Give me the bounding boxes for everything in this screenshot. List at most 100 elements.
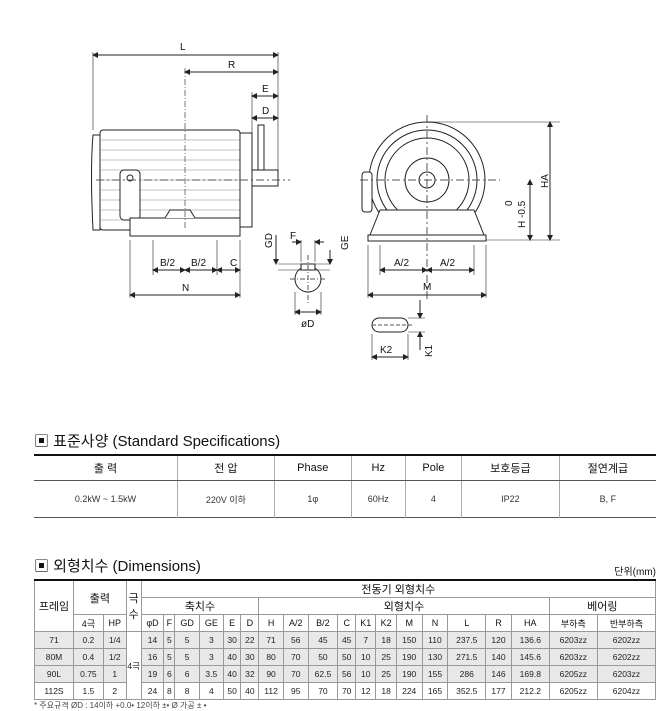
outer-cell: 56	[282, 631, 309, 649]
outer-cell: 18	[375, 631, 397, 649]
bearing-cell: 6202zz	[596, 631, 657, 649]
bearing-cell: 6203zz	[548, 648, 598, 666]
shaft-cell: 22	[240, 631, 260, 649]
front-view	[360, 115, 500, 300]
dim-F: F	[290, 231, 296, 242]
column-header: 부하측	[548, 614, 598, 632]
shaft-cell: 5	[174, 631, 200, 649]
outer-cell: 25	[375, 665, 397, 683]
column-header: K1	[355, 614, 377, 632]
column-header: H	[258, 614, 284, 632]
shaft-cell: 19	[140, 665, 165, 683]
output-kw-cell: 0.4	[73, 648, 104, 666]
shaft-cell: 5	[174, 648, 200, 666]
column-header: R	[485, 614, 512, 632]
shaft-cell: 30	[222, 631, 242, 649]
dim-R: R	[228, 60, 235, 71]
spec-table: 출 력 전 압 Phase Hz Pole 보호등급 절연계급 0.2kW ~ …	[34, 454, 656, 518]
spec-header: 출 력	[34, 455, 178, 481]
column-header: N	[421, 614, 449, 632]
outer-cell: 50	[337, 648, 357, 666]
outer-cell: 112	[258, 682, 284, 700]
spec-header: 보호등급	[461, 455, 560, 481]
dims-title: ▣ 외형치수 (Dimensions)	[34, 558, 201, 575]
outer-cell: 237.5	[447, 631, 487, 649]
header-outer: 외형치수	[258, 597, 550, 615]
output-hp-cell: 1/2	[102, 648, 127, 666]
outer-cell: 145.6	[510, 648, 550, 666]
dim-C: C	[230, 258, 237, 269]
outer-cell: 90	[258, 665, 284, 683]
shaft-cell: 40	[222, 665, 242, 683]
spec-header: 전 압	[176, 455, 275, 481]
outer-cell: 212.2	[510, 682, 550, 700]
outer-cell: 45	[307, 631, 339, 649]
outer-cell: 12	[355, 682, 377, 700]
dim-D: D	[262, 106, 269, 117]
header-shaft: 축치수	[140, 597, 260, 615]
output-kw-cell: 0.2	[73, 631, 104, 649]
dim-E: E	[262, 84, 269, 95]
output-hp-cell: 2	[102, 682, 127, 700]
dim-H: H -0.5	[517, 200, 528, 228]
bearing-cell: 6203zz	[596, 665, 657, 683]
spec-header: Pole	[404, 455, 462, 481]
dim-H0: 0	[504, 200, 515, 206]
spec-cell: 60Hz	[350, 480, 406, 518]
output-kw-cell: 0.75	[73, 665, 104, 683]
outer-cell: 80	[258, 648, 284, 666]
shaft-cell: 3	[198, 648, 224, 666]
shaft-cell: 8	[174, 682, 200, 700]
dim-B2b: B/2	[191, 258, 206, 269]
spec-cell: 0.2kW ~ 1.5kW	[74, 494, 137, 504]
shaft-cell: 16	[140, 648, 165, 666]
column-header: M	[395, 614, 423, 632]
shaft-cell: 4	[198, 682, 224, 700]
outer-cell: 150	[395, 631, 423, 649]
dim-GD: GD	[264, 233, 275, 248]
outer-cell: 146	[485, 665, 512, 683]
column-header: φD	[140, 614, 165, 632]
column-header: A/2	[282, 614, 309, 632]
header-motor-dims: 전동기 외형치수	[140, 579, 657, 598]
spec-cell: B, F	[558, 480, 656, 518]
spec-header: 절연계급	[558, 455, 656, 481]
shaft-cell: 14	[140, 631, 165, 649]
column-header: E	[222, 614, 242, 632]
header-output: 출력	[73, 579, 127, 615]
spec-cell: IP22	[461, 480, 560, 518]
bearing-cell: 6204zz	[596, 682, 657, 700]
column-header: K2	[375, 614, 397, 632]
outer-cell: 70	[282, 648, 309, 666]
spec-header-row: 출 력 전 압 Phase Hz Pole 보호등급 절연계급	[34, 455, 656, 481]
outer-cell: 50	[307, 648, 339, 666]
outer-cell: 286	[447, 665, 487, 683]
shaft-cell: 40	[222, 648, 242, 666]
outer-cell: 271.5	[447, 648, 487, 666]
side-view	[91, 124, 290, 237]
outer-cell: 25	[375, 648, 397, 666]
outer-cell: 169.8	[510, 665, 550, 683]
shaft-cell: 30	[240, 648, 260, 666]
dim-phiD: øD	[301, 319, 314, 330]
dim-HA: HA	[540, 174, 551, 188]
outer-cell: 10	[355, 665, 377, 683]
outer-cell: 130	[421, 648, 449, 666]
outer-cell: 165	[421, 682, 449, 700]
frame-cell: 112S	[34, 682, 74, 700]
column-header: GD	[174, 614, 200, 632]
dim-GE: GE	[340, 235, 351, 250]
output-hp-cell: 1/4	[102, 631, 127, 649]
dim-L: L	[180, 42, 186, 53]
spec-header: Hz	[350, 455, 406, 481]
shaft-section	[273, 235, 333, 315]
motor-dimension-drawing: L R E D B/2 B/2 C N GD F GE øD A/2 A/2 M…	[91, 42, 560, 360]
outer-cell: 120	[485, 631, 512, 649]
outer-cell: 71	[258, 631, 284, 649]
column-header: GE	[198, 614, 224, 632]
outer-cell: 155	[421, 665, 449, 683]
outer-cell: 95	[282, 682, 309, 700]
column-header: L	[447, 614, 487, 632]
bearing-cell: 6205zz	[548, 682, 598, 700]
